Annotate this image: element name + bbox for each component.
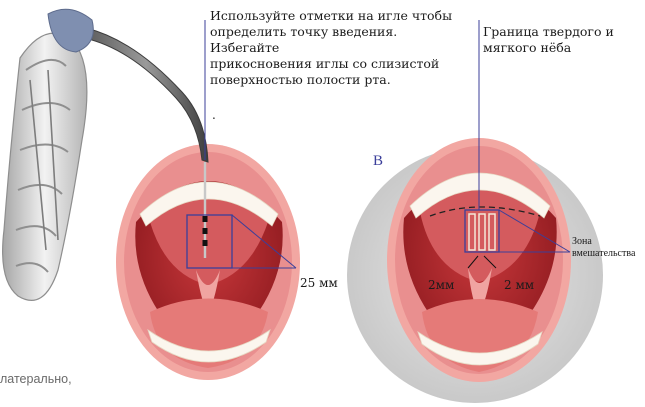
boundary-label-line-1: Граница твердого и: [483, 24, 614, 40]
panel-letter-b: B: [373, 153, 383, 170]
left-mouth: [116, 144, 300, 380]
instruction-line-4: прикосновения иглы со слизистой: [210, 56, 452, 72]
instruction-line-2: определить точку введения.: [210, 24, 452, 40]
needle-mark-3: [203, 240, 208, 246]
instruction-line-5: поверхностью полости рта.: [210, 72, 452, 88]
instruction-dot: .: [212, 108, 216, 122]
zone-label-line-2: вмешательства: [572, 248, 635, 260]
footer-fragment: латерально,: [0, 372, 72, 386]
zone-label: Зона вмешательства: [572, 236, 635, 260]
measure-label-25mm: 25 мм: [300, 276, 338, 290]
instruction-text: Используйте отметки на игле чтобы опреде…: [210, 8, 452, 88]
zone-label-line-1: Зона: [572, 236, 635, 248]
syringe-shaft: [84, 28, 208, 162]
offset-label-left: 2мм: [428, 278, 454, 292]
needle-mark-2: [203, 228, 208, 234]
instruction-line-1: Используйте отметки на игле чтобы: [210, 8, 452, 24]
syringe-handle: [3, 33, 87, 300]
offset-label-right: 2 мм: [504, 278, 534, 292]
boundary-label-line-2: мягкого нёба: [483, 40, 614, 56]
instruction-line-3: Избегайте: [210, 40, 452, 56]
needle-mark-1: [203, 216, 208, 222]
boundary-label: Граница твердого и мягкого нёба: [483, 24, 614, 56]
